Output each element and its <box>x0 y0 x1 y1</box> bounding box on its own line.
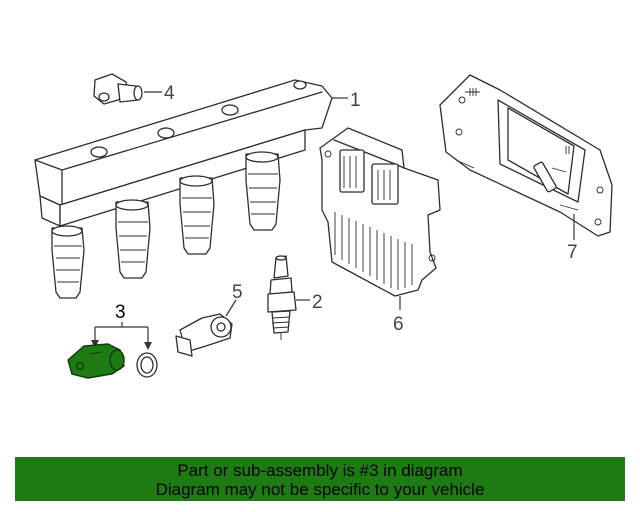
spark-plug-part-2[interactable]: 2 <box>267 255 323 340</box>
callout-4: 4 <box>164 83 175 104</box>
banner-line-2: Diagram may not be specific to your vehi… <box>155 480 485 499</box>
ecm-bracket-part-7[interactable]: 7 <box>439 74 613 263</box>
ignition-coil-part-1[interactable]: 1 <box>34 79 361 299</box>
banner-line-1: Part or sub-assembly is #3 in diagram <box>177 461 463 480</box>
callout-2: 2 <box>312 292 323 313</box>
callout-7: 7 <box>567 242 578 263</box>
sensor-part-3-highlighted[interactable]: 3 <box>67 302 158 379</box>
knock-sensor-part-5[interactable]: 5 <box>175 282 243 357</box>
callout-5: 5 <box>232 282 243 303</box>
callout-1: 1 <box>350 90 361 111</box>
info-banner: Part or sub-assembly is #3 in diagram Di… <box>15 457 625 501</box>
callout-6: 6 <box>393 314 404 335</box>
ecm-module-part-6[interactable]: 6 <box>319 127 441 335</box>
position-sensor-part-4[interactable]: 4 <box>93 73 175 105</box>
callout-3: 3 <box>115 302 126 323</box>
parts-diagram: 4 1 <box>34 73 613 379</box>
